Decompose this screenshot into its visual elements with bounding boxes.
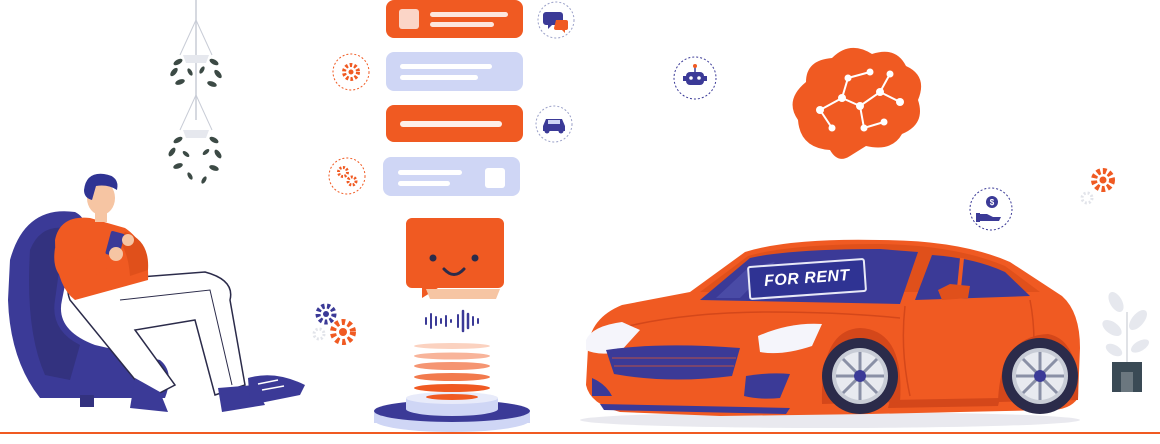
chat-bubble-user — [386, 0, 523, 38]
gears-icon — [328, 157, 366, 195]
car-icon — [535, 105, 573, 143]
ground-line — [0, 432, 1160, 434]
rental-car — [580, 239, 1080, 428]
gears-decoration-right — [1080, 168, 1115, 205]
svg-text:$: $ — [990, 198, 995, 207]
chat-conversation — [383, 0, 523, 196]
gears-decoration-left — [312, 303, 356, 345]
chat-bubbles-icon — [537, 1, 575, 39]
rear-wheel — [1002, 338, 1078, 414]
money-hand-icon: $ — [969, 187, 1013, 231]
gear-icon — [332, 53, 370, 91]
robot-icon — [673, 56, 717, 100]
hanging-plants — [168, 0, 222, 184]
front-wheel — [822, 338, 898, 414]
voice-wave-icon — [425, 309, 479, 333]
hologram-pedestal — [374, 343, 530, 432]
person-with-phone — [54, 173, 305, 412]
chat-bubble-bot — [386, 52, 523, 91]
armchair — [8, 211, 169, 407]
smiling-chat-bubble-icon — [406, 218, 504, 299]
potted-plant — [1102, 292, 1150, 392]
brain-network-icon — [792, 47, 922, 159]
